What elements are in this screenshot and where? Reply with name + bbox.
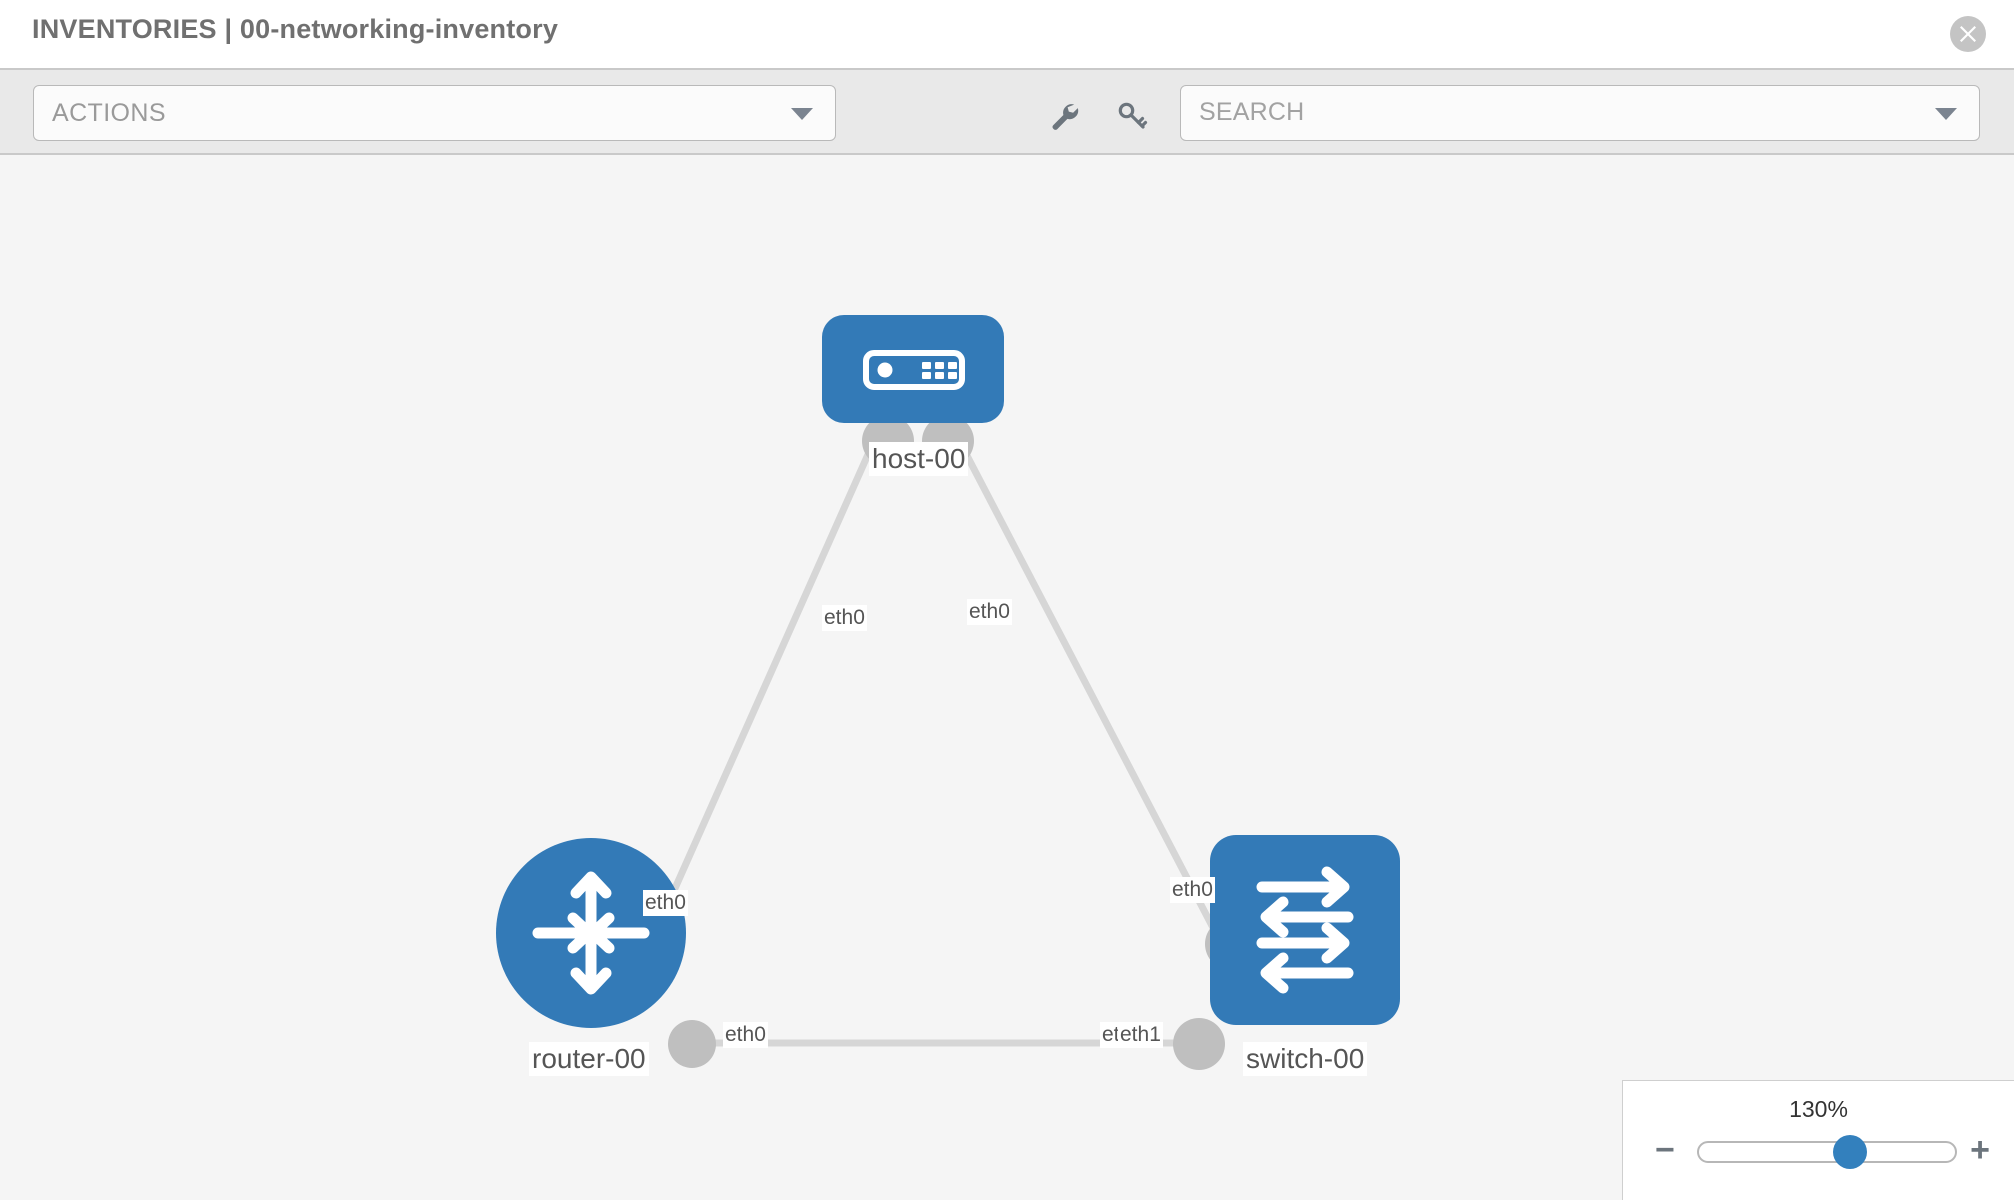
node-switch-00[interactable]: [1210, 835, 1400, 1025]
edge-label-router00-switch00: eth0: [723, 1022, 768, 1048]
zoom-control-panel: 130% − +: [1622, 1080, 2014, 1200]
node-label-switch-00: switch-00: [1243, 1042, 1368, 1076]
edge-host00-switch00: [946, 419, 1226, 949]
zoom-level-label: 130%: [1789, 1096, 1848, 1122]
chevron-down-icon: [791, 108, 813, 120]
actions-dropdown-label: ACTIONS: [52, 99, 166, 127]
port-router00-right: [668, 1020, 716, 1068]
page-title: INVENTORIES | 00-networking-inventory: [32, 14, 559, 44]
search-input[interactable]: SEARCH: [1180, 85, 1980, 141]
zoom-slider-track[interactable]: [1697, 1135, 1957, 1169]
node-router-00[interactable]: [496, 838, 686, 1028]
port-nubs: [668, 415, 1257, 1070]
edge-label-host00-router00: eth0: [822, 605, 867, 631]
edge-label-switch00-host00: eth0: [1170, 877, 1215, 903]
server-appliance-icon: [863, 350, 965, 390]
node-host-00[interactable]: [822, 315, 1004, 423]
zoom-slider-thumb[interactable]: [1832, 1135, 1867, 1169]
edge-label-switch00-router00: eth1: [1118, 1022, 1163, 1048]
router-four-arrows-icon: [532, 871, 650, 995]
wrench-icon[interactable]: [1046, 98, 1082, 134]
node-label-host-00: host-00: [869, 442, 969, 476]
port-switch00-left: [1173, 1018, 1225, 1070]
switch-two-way-arrows-icon: [1256, 866, 1354, 994]
chevron-down-icon[interactable]: [1935, 108, 1957, 120]
search-placeholder: SEARCH: [1199, 98, 1305, 126]
edge-host00-router00: [636, 419, 886, 971]
close-icon[interactable]: [1950, 16, 1986, 52]
zoom-in-button[interactable]: +: [1970, 1131, 1990, 1169]
actions-dropdown[interactable]: ACTIONS: [33, 85, 836, 141]
topology-canvas[interactable]: host-00 r: [0, 155, 2014, 1200]
zoom-out-button[interactable]: −: [1655, 1131, 1675, 1169]
topology-edges: [636, 415, 1257, 1070]
node-label-router-00: router-00: [529, 1042, 649, 1076]
title-bar: INVENTORIES | 00-networking-inventory: [0, 0, 2014, 68]
toolbar: ACTIONS SEARCH: [0, 68, 2014, 155]
node-host-00-shape: [822, 315, 1004, 423]
node-switch-00-shape: [1210, 835, 1400, 1025]
key-icon[interactable]: [1114, 98, 1150, 134]
edge-label-host00-switch00: eth0: [967, 599, 1012, 625]
edge-label-router00-host00: eth0: [643, 890, 688, 916]
